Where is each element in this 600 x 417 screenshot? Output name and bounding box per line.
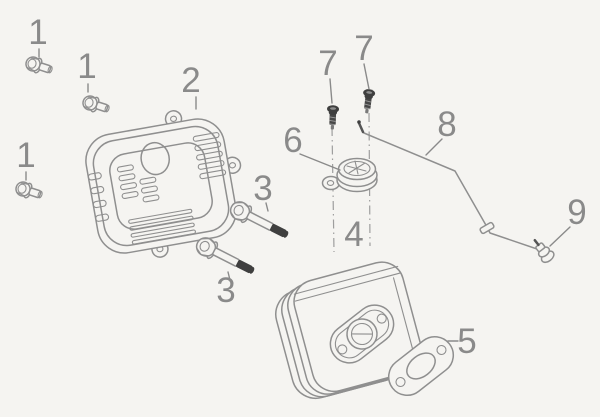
cap-screw-7b xyxy=(360,88,377,115)
callout-label-7b: 7 xyxy=(354,29,373,68)
callout-label-7a: 7 xyxy=(318,44,337,83)
cap-vanes xyxy=(346,160,367,175)
rod-clip xyxy=(479,221,495,235)
leader-lines xyxy=(25,48,571,342)
deflector-rod-drawing xyxy=(363,132,541,251)
guard-port-hole xyxy=(140,141,170,176)
guard-vent-slots-left xyxy=(87,172,110,222)
cap-screw-7a xyxy=(325,104,340,131)
callout-label-2: 2 xyxy=(181,61,200,100)
flange-bolt-1c xyxy=(13,178,45,204)
guard-floor-grate xyxy=(128,208,197,245)
callout-label-8: 8 xyxy=(437,105,456,144)
callout-label-6: 6 xyxy=(283,121,302,160)
rod-end-tip xyxy=(357,120,361,124)
flange-bolt-1a xyxy=(23,53,55,79)
callout-label-3a: 3 xyxy=(253,169,272,208)
callout-label-4: 4 xyxy=(344,215,363,254)
muffler-guard-drawing xyxy=(85,110,242,258)
guard-vent-slots-right xyxy=(192,132,227,180)
gasket-drawing xyxy=(387,335,455,397)
muffler-flange-drawing xyxy=(329,304,395,364)
callout-label-3b: 3 xyxy=(216,271,235,310)
muffler-seams xyxy=(293,265,416,358)
callout-label-5: 5 xyxy=(457,322,476,361)
callout-label-1b: 1 xyxy=(77,47,96,86)
guard-vent-slots-center xyxy=(116,164,160,203)
callout-label-9: 9 xyxy=(567,193,586,232)
callout-label-1c: 1 xyxy=(16,136,35,175)
rod-end-hook xyxy=(357,121,365,134)
rod-screw-drawing xyxy=(533,238,555,264)
callout-label-1a: 1 xyxy=(28,13,47,52)
flange-bolt-1b xyxy=(80,92,112,118)
deflector-cap-drawing xyxy=(321,157,378,193)
